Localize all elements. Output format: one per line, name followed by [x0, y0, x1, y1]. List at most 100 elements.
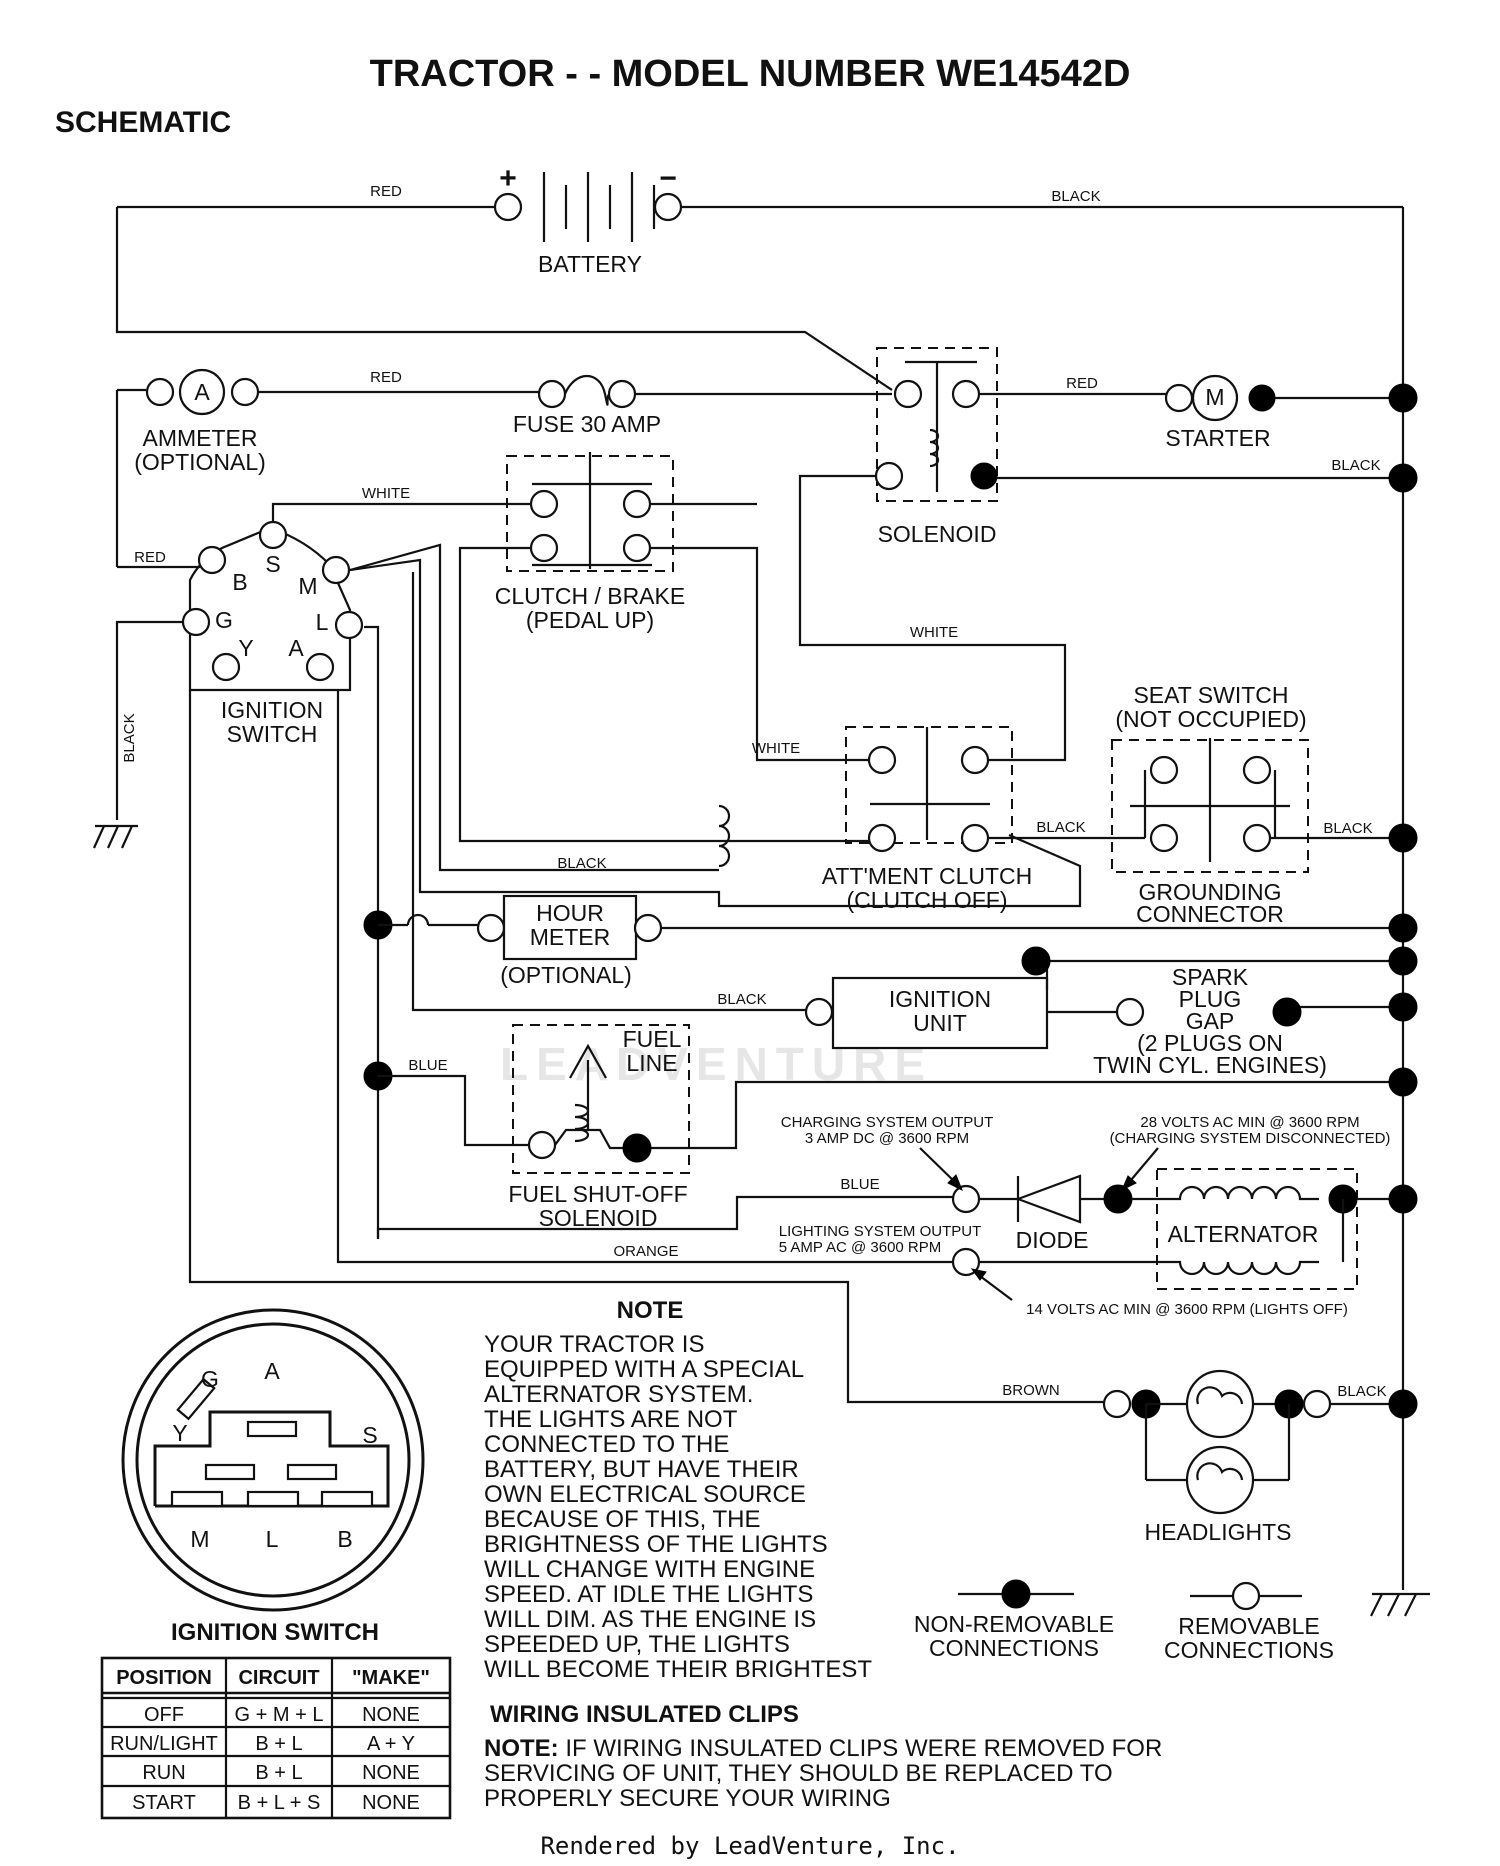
- solenoid-label: SOLENOID: [878, 521, 997, 547]
- note-line: ALTERNATOR SYSTEM.: [484, 1381, 753, 1408]
- wire-label-red: RED: [134, 549, 166, 566]
- alternator-label: ALTERNATOR: [1168, 1221, 1319, 1247]
- legend-non-removable-1: NON-REMOVABLE: [914, 1611, 1114, 1637]
- starter-label: STARTER: [1165, 425, 1270, 451]
- footer-credit: Rendered by LeadVenture, Inc.: [540, 1832, 959, 1860]
- table-cell: B + L + S: [238, 1792, 321, 1814]
- spark-label-3: GAP: [1186, 1008, 1235, 1034]
- lighting-output-2: 5 AMP AC @ 3600 RPM: [779, 1239, 942, 1256]
- seat-switch-not-occupied: (NOT OCCUPIED): [1115, 706, 1306, 732]
- clips-line-3: PROPERLY SECURE YOUR WIRING: [484, 1785, 891, 1812]
- hour-meter: [476, 894, 663, 961]
- fuel-line-label-2: LINE: [626, 1050, 677, 1076]
- battery-plus: +: [499, 162, 517, 195]
- wire-label-white: WHITE: [910, 624, 958, 641]
- fuel-line-label: FUEL: [623, 1026, 682, 1052]
- schematic-label: SCHEMATIC: [55, 106, 231, 139]
- wire-label-brown: BROWN: [1002, 1382, 1060, 1399]
- table-header: POSITION: [116, 1667, 212, 1689]
- switch-face-y: Y: [172, 1420, 187, 1446]
- attment-clutch-label: ATT'MENT CLUTCH: [822, 863, 1033, 889]
- note-line: WILL BECOME THEIR BRIGHTEST: [484, 1656, 872, 1683]
- note-line: CONNECTED TO THE: [484, 1431, 729, 1458]
- note-line: THE LIGHTS ARE NOT: [484, 1406, 738, 1433]
- diode-symbol: [1014, 1174, 1118, 1224]
- wire-label-blue: BLUE: [840, 1176, 879, 1193]
- switch-face-b: B: [337, 1526, 352, 1552]
- ammeter-label: AMMETER: [143, 425, 258, 451]
- page-title: TRACTOR - - MODEL NUMBER WE14542D: [370, 53, 1131, 95]
- note-line: SPEEDED UP, THE LIGHTS: [484, 1631, 790, 1658]
- spark-label-4: (2 PLUGS ON: [1137, 1030, 1283, 1056]
- volts14-annotation: 14 VOLTS AC MIN @ 3600 RPM (LIGHTS OFF): [1026, 1301, 1348, 1318]
- clutch-brake-pedal: (PEDAL UP): [526, 607, 654, 633]
- clips-line-1: NOTE: IF WIRING INSULATED CLIPS WERE REM…: [484, 1735, 1162, 1762]
- seat-switch-label: SEAT SWITCH: [1133, 682, 1288, 708]
- wire-label-black: BLACK: [557, 855, 606, 872]
- table-header: "MAKE": [352, 1667, 430, 1689]
- wire-label-black: BLACK: [1036, 819, 1085, 836]
- wire-label-red: RED: [1066, 375, 1098, 392]
- grounding-label: GROUNDING: [1138, 879, 1281, 905]
- clips-note-label: NOTE:: [484, 1735, 559, 1762]
- ignition-unit-label-2: UNIT: [913, 1010, 967, 1036]
- volts28-2: (CHARGING SYSTEM DISCONNECTED): [1110, 1130, 1391, 1147]
- switch-face-l: L: [266, 1526, 279, 1552]
- wire-label-orange: ORANGE: [613, 1243, 678, 1260]
- ammeter-letter: A: [194, 379, 210, 405]
- attachment-clutch-switch: [845, 726, 1013, 853]
- ign-term-b: B: [232, 569, 247, 595]
- ign-term-m: M: [298, 573, 317, 599]
- ignition-switch: [181, 520, 364, 692]
- wire-label-blue: BLUE: [408, 1057, 447, 1074]
- fuel-solenoid-label: FUEL SHUT-OFF: [508, 1181, 687, 1207]
- fuel-shutoff-solenoid: [512, 1024, 690, 1174]
- volts28-1: 28 VOLTS AC MIN @ 3600 RPM: [1140, 1114, 1359, 1131]
- note-line: BECAUSE OF THIS, THE: [484, 1506, 761, 1533]
- clutch-brake-label: CLUTCH / BRAKE: [495, 583, 685, 609]
- headlights-label: HEADLIGHTS: [1145, 1519, 1292, 1545]
- switch-face-a: A: [264, 1358, 280, 1384]
- table-cell: NONE: [362, 1792, 420, 1814]
- battery-symbol: [117, 172, 1405, 1590]
- spark-label-5: TWIN CYL. ENGINES): [1093, 1052, 1327, 1078]
- ign-term-l: L: [316, 609, 329, 635]
- grounding-label-2: CONNECTOR: [1136, 901, 1284, 927]
- wire-label-black: BLACK: [1337, 1383, 1386, 1400]
- ign-term-g: G: [215, 607, 233, 633]
- attment-clutch-off: (CLUTCH OFF): [847, 887, 1008, 913]
- starter-motor: [1164, 374, 1418, 422]
- legend-removable: [1190, 1581, 1302, 1611]
- seat-switch: [1111, 738, 1309, 873]
- note-line: BATTERY, BUT HAVE THEIR: [484, 1456, 799, 1483]
- fuse-label: FUSE 30 AMP: [513, 411, 661, 437]
- hour-meter-optional: (OPTIONAL): [500, 962, 632, 988]
- note-line: YOUR TRACTOR IS: [484, 1331, 704, 1358]
- ammeter: [115, 368, 260, 569]
- table-cell: START: [132, 1792, 196, 1814]
- note-line: WILL DIM. AS THE ENGINE IS: [484, 1606, 816, 1633]
- wire-label-white: WHITE: [752, 740, 800, 757]
- ammeter-optional: (OPTIONAL): [134, 449, 266, 475]
- spark-plug-gap: [1115, 997, 1302, 1027]
- wire-label-black: BLACK: [1051, 188, 1100, 205]
- wire-label-white: WHITE: [362, 485, 410, 502]
- table-cell: NONE: [362, 1762, 420, 1784]
- wire-label-black: BLACK: [1323, 820, 1372, 837]
- legend-removable-1: REMOVABLE: [1178, 1613, 1319, 1639]
- clips-line-1-text: IF WIRING INSULATED CLIPS WERE REMOVED F…: [559, 1735, 1163, 1762]
- table-cell: B + L: [255, 1733, 302, 1755]
- table-header: CIRCUIT: [238, 1667, 319, 1689]
- wire-label-red: RED: [370, 183, 402, 200]
- hour-meter-label: HOUR: [536, 900, 604, 926]
- spark-label-1: SPARK: [1172, 964, 1249, 990]
- clips-line-2: SERVICING OF UNIT, THEY SHOULD BE REPLAC…: [484, 1760, 1113, 1787]
- ignition-table: [100, 1656, 452, 1820]
- table-cell: G + M + L: [235, 1704, 324, 1726]
- ignition-switch-label: IGNITION: [221, 697, 323, 723]
- headlights: [1102, 1369, 1332, 1515]
- note-line: BRIGHTNESS OF THE LIGHTS: [484, 1531, 828, 1558]
- battery-label: BATTERY: [538, 251, 642, 277]
- ground-symbol-left: [92, 824, 138, 849]
